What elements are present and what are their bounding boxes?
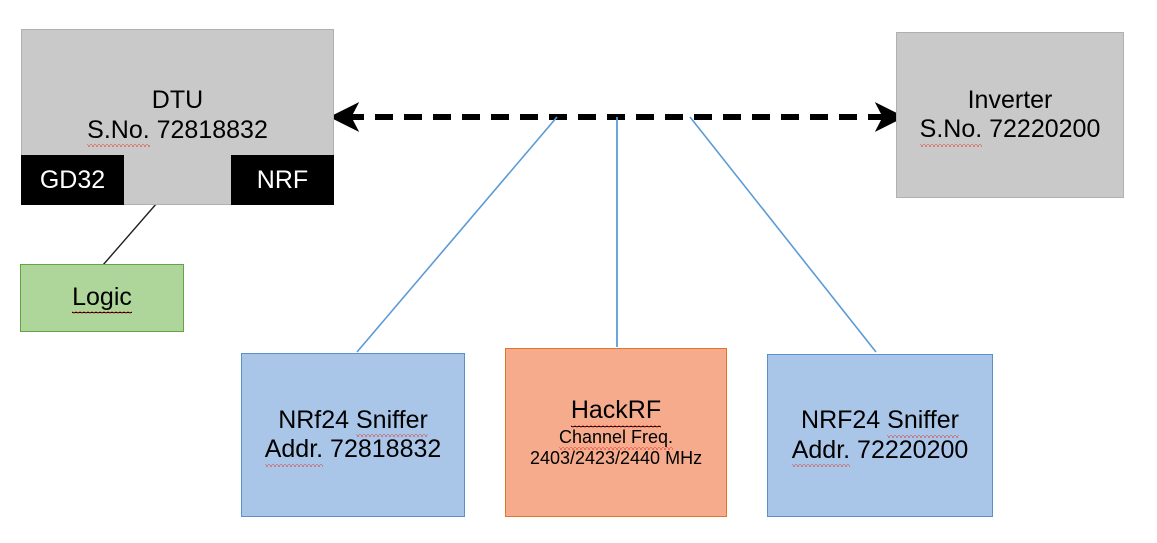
inverter-title: Inverter [967, 85, 1053, 114]
logic-label: Logic [72, 283, 132, 314]
hackrf-channel-text: Channel Freq. [558, 426, 674, 451]
spellcheck-underline: Sniffer [356, 405, 428, 437]
dtu-title: DTU [151, 86, 204, 114]
sniffer-left-addr-value: 72818832 [330, 435, 442, 463]
sniffer-right-addr-label: Addr. [791, 435, 851, 467]
sniffer-right-title: NRF24 Sniffer [801, 406, 959, 437]
sniffer-right-title-text: NRF24 Sniffer [801, 406, 959, 437]
sniffer-right-addr-line: Addr. 72220200 [791, 435, 969, 467]
node-gd32[interactable]: GD32 [21, 155, 124, 205]
node-hackrf[interactable]: HackRF Channel Freq. 2403/2423/2440 MHz [505, 348, 727, 517]
node-logic[interactable]: Logic [20, 264, 184, 332]
nrf-label: NRF [256, 165, 309, 194]
hackrf-channel-label: Channel Freq. [558, 426, 674, 451]
node-inverter[interactable]: Inverter S.No. 72220200 [896, 32, 1124, 198]
wire-sniffer-right-tap [689, 116, 877, 353]
node-sniffer-left[interactable]: NRf24 Sniffer Addr. 72818832 [241, 353, 465, 517]
gd32-label: GD32 [39, 165, 106, 194]
dtu-serial-line: S.No. 72818832 [87, 115, 268, 147]
node-sniffer-right[interactable]: NRF24 Sniffer Addr. 72220200 [767, 354, 993, 517]
hackrf-frequencies: 2403/2423/2440 MHz [529, 447, 703, 468]
inverter-serial-line: S.No. 72220200 [919, 115, 1101, 146]
spellcheck-underline: Sniffer [887, 406, 959, 437]
hackrf-title: HackRF [570, 396, 662, 428]
dtu-serial-label: S.No. [87, 115, 150, 147]
sniffer-left-title: NRf24 Sniffer [278, 405, 428, 437]
sniffer-right-addr-value: 72220200 [857, 435, 969, 464]
sniffer-left-title-text: NRf24 Sniffer [278, 405, 428, 437]
sniffer-left-addr-label: Addr. [264, 435, 324, 466]
sniffer-left-addr-line: Addr. 72818832 [264, 435, 442, 466]
dtu-serial-value: 72818832 [156, 115, 268, 144]
hackrf-title-text: HackRF [570, 396, 662, 428]
wire-sniffer-left-tap [356, 116, 558, 353]
inverter-serial-label: S.No. [919, 115, 983, 146]
node-nrf[interactable]: NRF [231, 155, 334, 205]
inverter-serial-value: 72220200 [989, 115, 1101, 143]
